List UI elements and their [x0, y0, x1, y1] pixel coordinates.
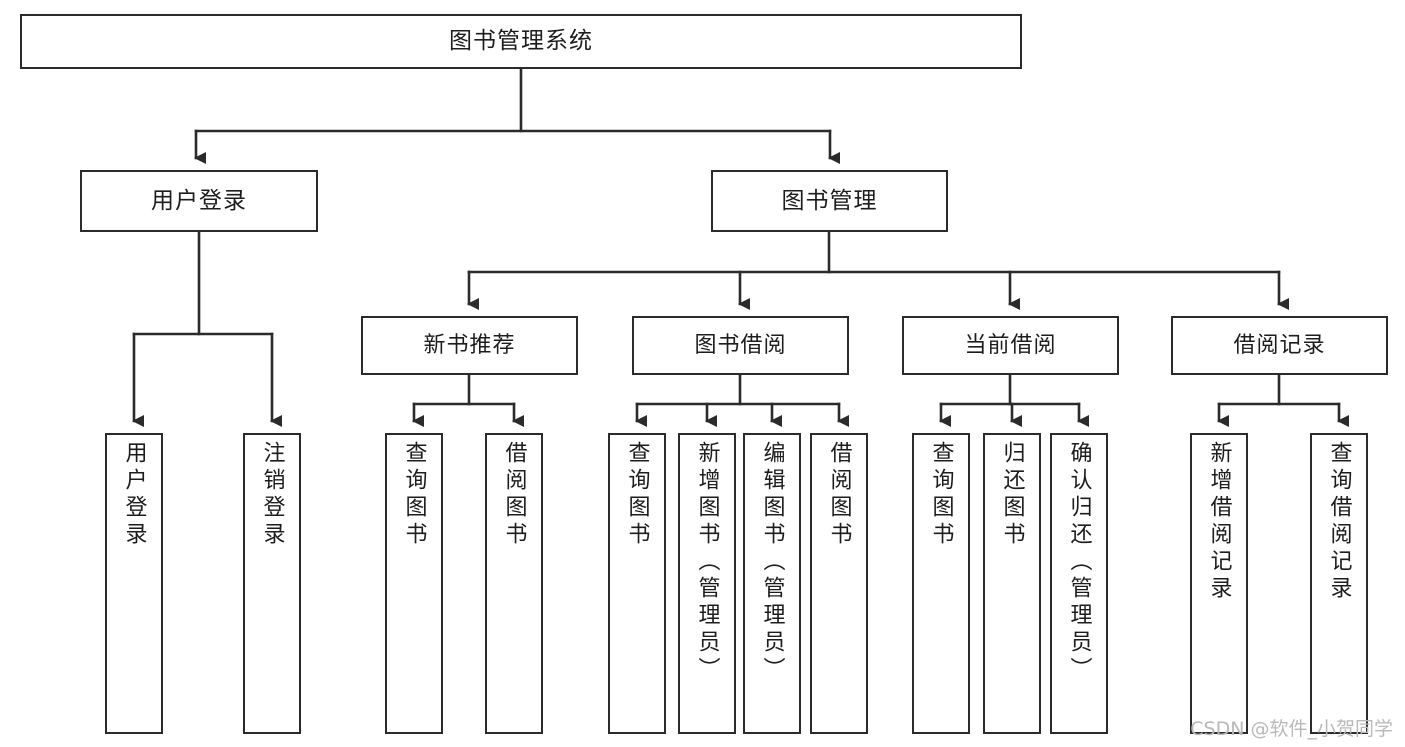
leaf-label: 注销登录 — [259, 441, 285, 549]
leaf-label: 确认归还（管理员） — [1066, 441, 1092, 684]
leaf-edit-book-admin[interactable]: 编辑图书（管理员） — [743, 433, 801, 734]
leaf-label: 查询图书 — [624, 441, 650, 549]
node-borrow-records-label: 借阅记录 — [1233, 332, 1326, 358]
node-current-borrowing-label: 当前借阅 — [964, 332, 1057, 358]
leaf-query-book-current[interactable]: 查询图书 — [912, 433, 970, 734]
node-current-borrowing[interactable]: 当前借阅 — [902, 316, 1119, 375]
leaf-label: 新增借阅记录 — [1206, 441, 1232, 603]
leaf-borrow-book[interactable]: 借阅图书 — [810, 433, 868, 734]
leaf-label: 编辑图书（管理员） — [759, 441, 785, 684]
leaf-label: 用户登录 — [121, 441, 147, 549]
leaf-return-book[interactable]: 归还图书 — [983, 433, 1041, 734]
leaf-add-book-admin[interactable]: 新增图书（管理员） — [678, 433, 736, 734]
node-book-borrowing[interactable]: 图书借阅 — [632, 316, 849, 375]
leaf-query-book-rec[interactable]: 查询图书 — [385, 433, 443, 734]
node-root[interactable]: 图书管理系统 — [20, 14, 1022, 69]
leaf-label: 查询借阅记录 — [1326, 441, 1352, 603]
leaf-label: 借阅图书 — [826, 441, 852, 549]
leaf-label: 新增图书（管理员） — [694, 441, 720, 684]
leaf-user-login[interactable]: 用户登录 — [105, 433, 163, 734]
leaf-query-borrow-record[interactable]: 查询借阅记录 — [1310, 433, 1368, 734]
leaf-confirm-return-admin[interactable]: 确认归还（管理员） — [1050, 433, 1108, 734]
leaf-add-borrow-record[interactable]: 新增借阅记录 — [1190, 433, 1248, 734]
node-book-management[interactable]: 图书管理 — [711, 170, 948, 232]
leaf-label: 查询图书 — [401, 441, 427, 549]
node-new-book-recommendation[interactable]: 新书推荐 — [361, 316, 578, 375]
node-user-login[interactable]: 用户登录 — [80, 170, 318, 232]
csdn-watermark: CSDN @软件_小贺同学 — [1190, 718, 1393, 740]
node-root-label: 图书管理系统 — [449, 28, 593, 55]
leaf-query-book-borrow[interactable]: 查询图书 — [608, 433, 666, 734]
leaf-label: 借阅图书 — [501, 441, 527, 549]
node-user-login-label: 用户登录 — [151, 187, 247, 214]
node-book-borrowing-label: 图书借阅 — [694, 332, 787, 358]
node-new-book-recommendation-label: 新书推荐 — [423, 332, 516, 358]
leaf-logout[interactable]: 注销登录 — [243, 433, 301, 734]
leaf-label: 查询图书 — [928, 441, 954, 549]
leaf-label: 归还图书 — [999, 441, 1025, 549]
leaf-borrow-book-rec[interactable]: 借阅图书 — [485, 433, 543, 734]
node-borrow-records[interactable]: 借阅记录 — [1171, 316, 1388, 375]
node-book-management-label: 图书管理 — [781, 187, 878, 214]
